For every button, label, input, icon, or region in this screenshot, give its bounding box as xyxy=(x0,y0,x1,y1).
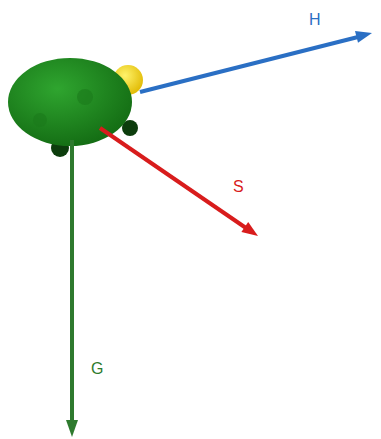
vector-line xyxy=(70,140,74,422)
shell-spot xyxy=(33,113,47,127)
arrowhead xyxy=(66,420,78,437)
arrowhead xyxy=(241,222,258,236)
vector-label: S xyxy=(233,179,244,195)
vector-label: H xyxy=(309,12,321,28)
vector-line xyxy=(140,37,358,92)
vector-label: G xyxy=(91,361,103,377)
shell-spot xyxy=(77,89,93,105)
vector-line xyxy=(100,128,246,228)
turtle-shell xyxy=(8,58,132,146)
arrowhead xyxy=(355,31,372,43)
